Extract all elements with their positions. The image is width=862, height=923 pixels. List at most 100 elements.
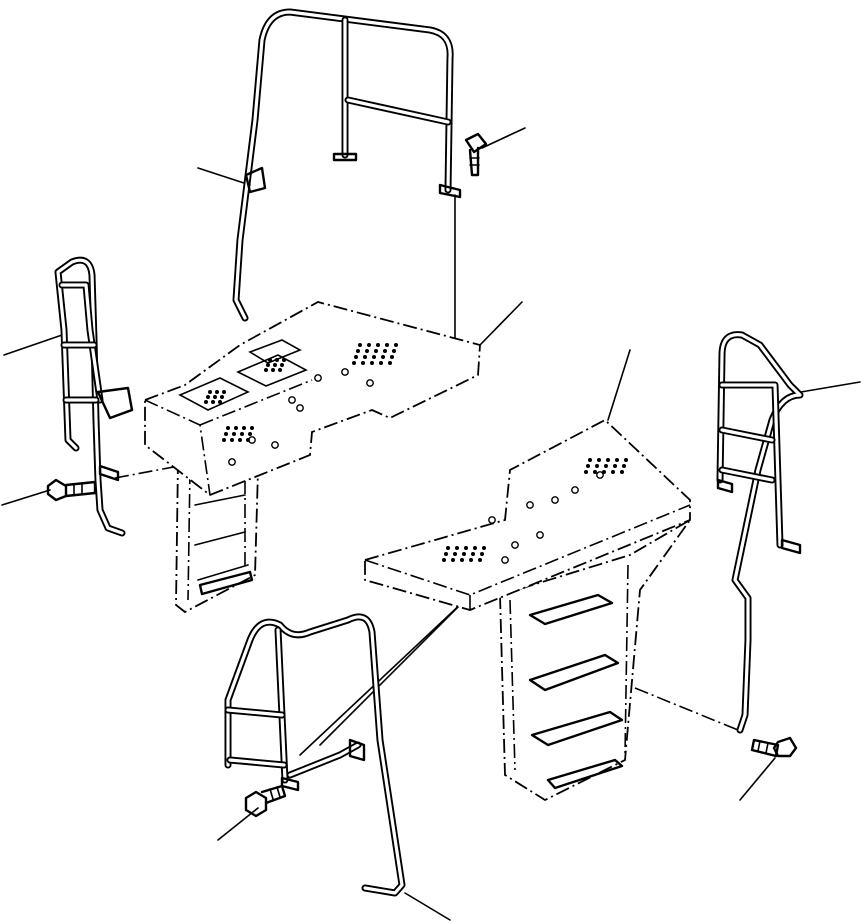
hole (390, 355, 394, 359)
align-bottom-rail-a (299, 599, 466, 756)
hole (266, 363, 270, 367)
hole (381, 355, 385, 359)
bolt-hole (501, 556, 509, 564)
hole (453, 552, 457, 556)
bottom-handrail (224, 613, 406, 897)
align-right-rail (634, 687, 739, 731)
hole (358, 343, 362, 347)
top-bolt (464, 132, 488, 177)
hole (215, 390, 219, 394)
hole (220, 395, 224, 399)
bolt-hole (248, 436, 256, 444)
align-bottom-rail-b (319, 594, 471, 746)
hole (394, 343, 398, 347)
hole (388, 361, 392, 365)
leader-left-handrail (3, 334, 63, 356)
hole (584, 470, 588, 474)
hole (444, 552, 448, 556)
hole (606, 458, 610, 462)
hole (374, 349, 378, 353)
bolt-hole (271, 441, 279, 449)
hole (620, 470, 624, 474)
hole (372, 355, 376, 359)
hole (385, 343, 389, 347)
hole (597, 458, 601, 462)
bolt-hole (488, 516, 496, 524)
right-bolt (750, 736, 798, 758)
hole (595, 464, 599, 468)
top-handrail (232, 8, 462, 322)
hole (224, 432, 228, 436)
bolt-hole (536, 531, 544, 539)
bolt-hole (296, 404, 304, 412)
hole (250, 426, 254, 430)
hole (354, 355, 358, 359)
hole (204, 400, 208, 404)
hole (230, 438, 234, 442)
hole (232, 432, 236, 436)
hole (482, 546, 486, 550)
bottom-bolt (244, 784, 287, 818)
hole (383, 349, 387, 353)
hole (376, 343, 380, 347)
hole (460, 558, 464, 562)
hole (473, 546, 477, 550)
leader-top-bolt (481, 127, 526, 149)
hole (392, 349, 396, 353)
hole (222, 390, 226, 394)
leader-right-handrail (794, 381, 861, 394)
hole (365, 349, 369, 353)
hole (588, 458, 592, 462)
hole (280, 363, 284, 367)
bolt-hole (526, 501, 534, 509)
hole (218, 400, 222, 404)
hole (208, 390, 212, 394)
left-handrail (54, 256, 134, 537)
hole (282, 358, 286, 362)
leader-top-handrail (197, 167, 251, 186)
leader-right-step (607, 349, 631, 421)
hole (613, 464, 617, 468)
hole (469, 558, 473, 562)
hole (611, 470, 615, 474)
bolt-hole (366, 379, 374, 387)
leader-bottom-handrail (404, 892, 451, 921)
hole (363, 355, 367, 359)
hole (455, 546, 459, 550)
hole (367, 343, 371, 347)
bolt-hole (571, 486, 579, 494)
leader-left-step (479, 301, 523, 346)
hole (240, 432, 244, 436)
hole (226, 426, 230, 430)
hole (278, 368, 282, 372)
left-step-assembly (144, 301, 481, 614)
bolt-hole (341, 368, 349, 376)
hole (213, 395, 217, 399)
hole (462, 552, 466, 556)
hole (206, 395, 210, 399)
hole (478, 558, 482, 562)
bolt-hole (551, 496, 559, 504)
hole (604, 464, 608, 468)
hole (370, 361, 374, 365)
hole (238, 438, 242, 442)
bolt-hole (314, 374, 322, 382)
hole (356, 349, 360, 353)
hole (222, 438, 226, 442)
hole (352, 361, 356, 365)
hole (234, 426, 238, 430)
leader-right-bolt (739, 757, 776, 801)
hole (268, 358, 272, 362)
leader-left-bolt (1, 489, 51, 506)
hole (586, 464, 590, 468)
bolt-hole (228, 458, 236, 466)
bolt-hole (288, 396, 296, 404)
hole (471, 552, 475, 556)
hole (264, 368, 268, 372)
hole (275, 358, 279, 362)
left-bolt (46, 478, 97, 502)
hole (624, 458, 628, 462)
hole (273, 363, 277, 367)
right-step-assembly (364, 418, 691, 802)
